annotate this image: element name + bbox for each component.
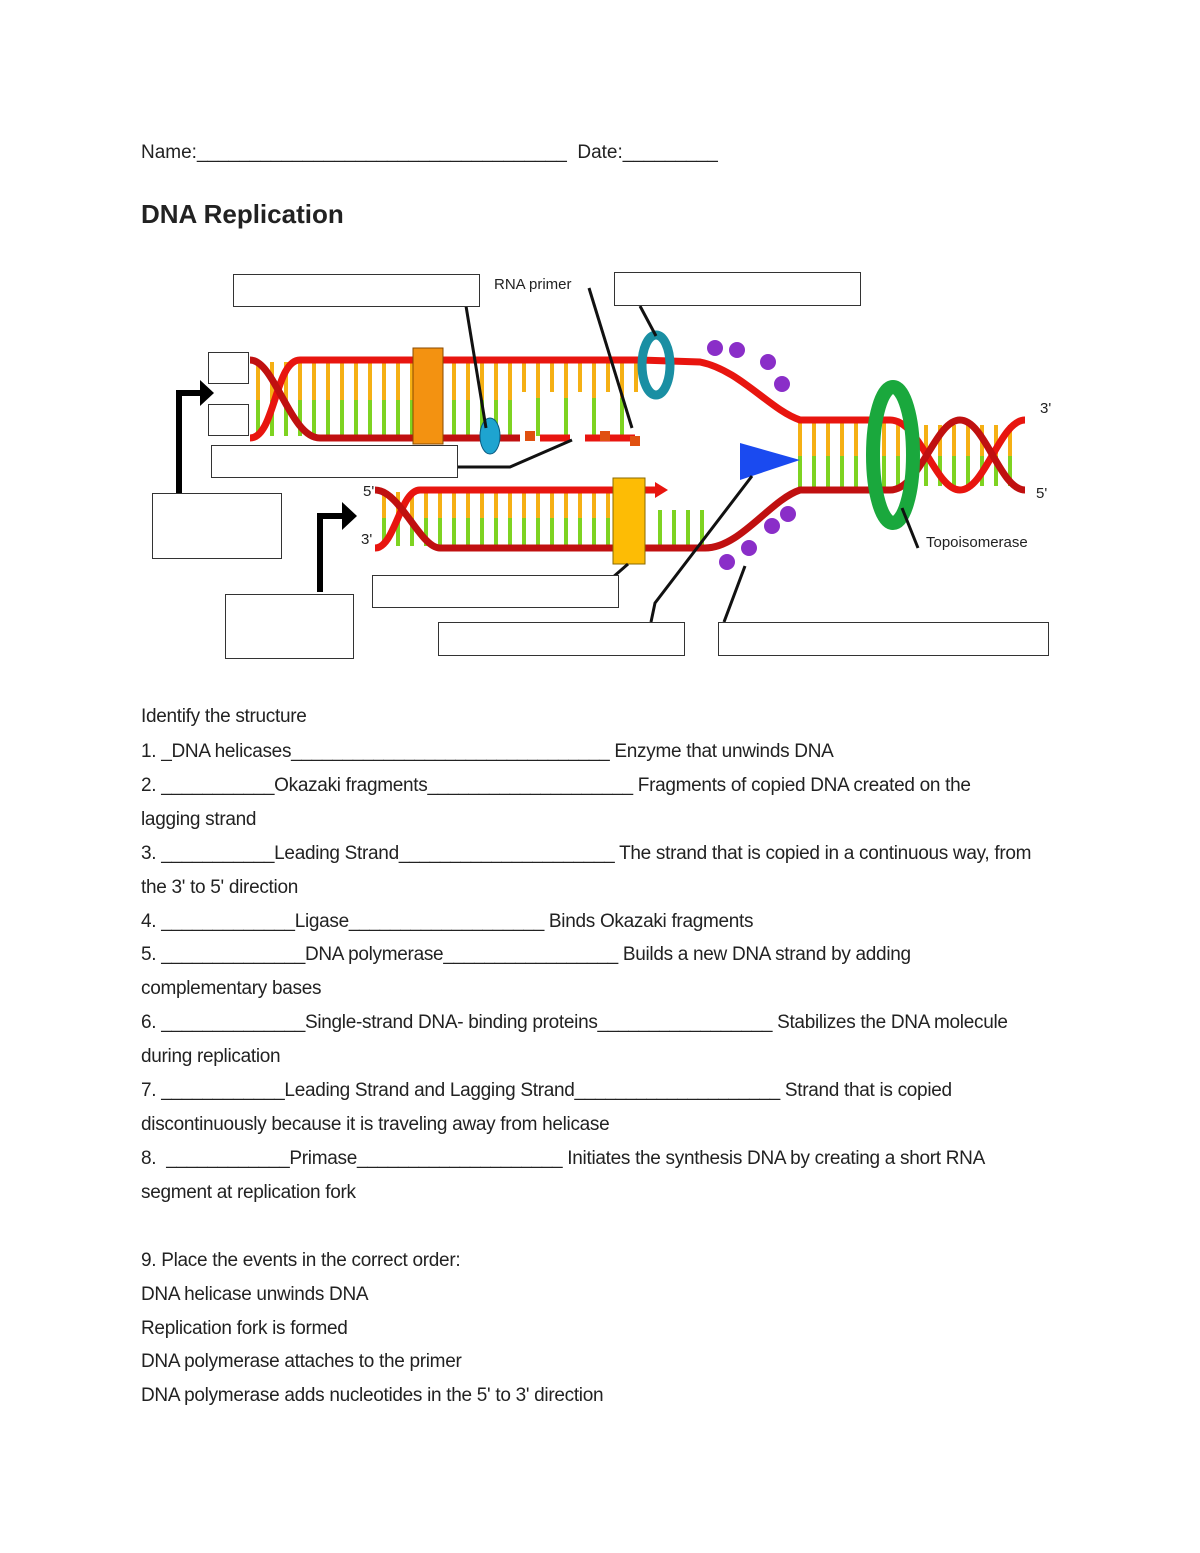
question-line: 3. ___________Leading Strand____________…	[141, 842, 1032, 864]
event-item: DNA polymerase adds nucleotides in the 5…	[141, 1385, 604, 1407]
primase-icon	[740, 443, 800, 480]
label-box-ssb[interactable]	[718, 622, 1049, 656]
label-box-polymerase[interactable]	[372, 575, 619, 608]
label-box-okazaki[interactable]	[211, 445, 458, 478]
label-5-prime-left: 5'	[363, 483, 375, 500]
arrow-head-icon	[655, 482, 668, 498]
question-line: during replication	[141, 1046, 281, 1068]
dna-replication-diagram	[176, 287, 1026, 623]
label-box-strand-bottom[interactable]	[225, 594, 354, 659]
label-3-prime-left: 3'	[361, 531, 373, 548]
rna-primer-icon	[600, 431, 610, 441]
question-line: 7. ____________Leading Strand and Laggin…	[141, 1080, 952, 1101]
topoisomerase-icon	[866, 380, 920, 530]
question-line: 1. _DNA helicases_______________________…	[141, 741, 834, 762]
label-box-strand-top[interactable]	[152, 493, 282, 559]
question-line: 4. _____________Ligase__________________…	[141, 910, 754, 932]
order-prompt: 9. Place the events in the correct order…	[141, 1250, 461, 1271]
question-line: discontinuously because it is traveling …	[141, 1113, 610, 1135]
page-title: DNA Replication	[141, 199, 344, 229]
questions-intro: Identify the structure	[141, 706, 307, 727]
label-3-prime-right: 3'	[1040, 400, 1052, 417]
question-line: 6. ______________Single-strand DNA- bind…	[141, 1012, 1008, 1034]
event-item: Replication fork is formed	[141, 1317, 348, 1339]
ligase-icon	[479, 417, 501, 455]
helicase-icon	[637, 330, 675, 400]
question-line: lagging strand	[141, 808, 257, 830]
label-box-end-bottom[interactable]	[208, 404, 249, 436]
name-date-line: Name:___________________________________…	[141, 142, 718, 163]
label-box-helicase[interactable]	[614, 272, 861, 306]
rna-primer-icon	[525, 431, 535, 441]
label-5-prime-right: 5'	[1036, 485, 1048, 502]
dna-polymerase-bottom	[612, 477, 646, 565]
arrow-right-icon	[200, 380, 214, 406]
leader-lines	[457, 287, 920, 623]
single-strand-binding-proteins	[707, 340, 796, 570]
question-line: complementary bases	[141, 978, 322, 1000]
label-box-primase[interactable]	[438, 622, 685, 656]
event-item: DNA polymerase attaches to the primer	[141, 1351, 462, 1373]
question-line: 2. ___________Okazaki fragments_________…	[141, 774, 971, 796]
dna-polymerase-top	[412, 347, 444, 445]
question-line: 5. ______________DNA polymerase_________…	[141, 944, 911, 966]
label-box-ligase[interactable]	[233, 274, 480, 307]
event-item: DNA helicase unwinds DNA	[141, 1284, 369, 1305]
label-rna-primer: RNA primer	[494, 276, 572, 293]
arrows	[176, 390, 345, 592]
rna-primer-icon	[630, 436, 640, 446]
question-line: segment at replication fork	[141, 1181, 356, 1203]
question-line: 8. ____________Primase__________________…	[141, 1147, 985, 1169]
question-line: the 3' to 5' direction	[141, 876, 298, 898]
label-box-end-top[interactable]	[208, 352, 249, 384]
arrow-right-icon	[342, 502, 357, 530]
label-topoisomerase: Topoisomerase	[926, 534, 1028, 551]
